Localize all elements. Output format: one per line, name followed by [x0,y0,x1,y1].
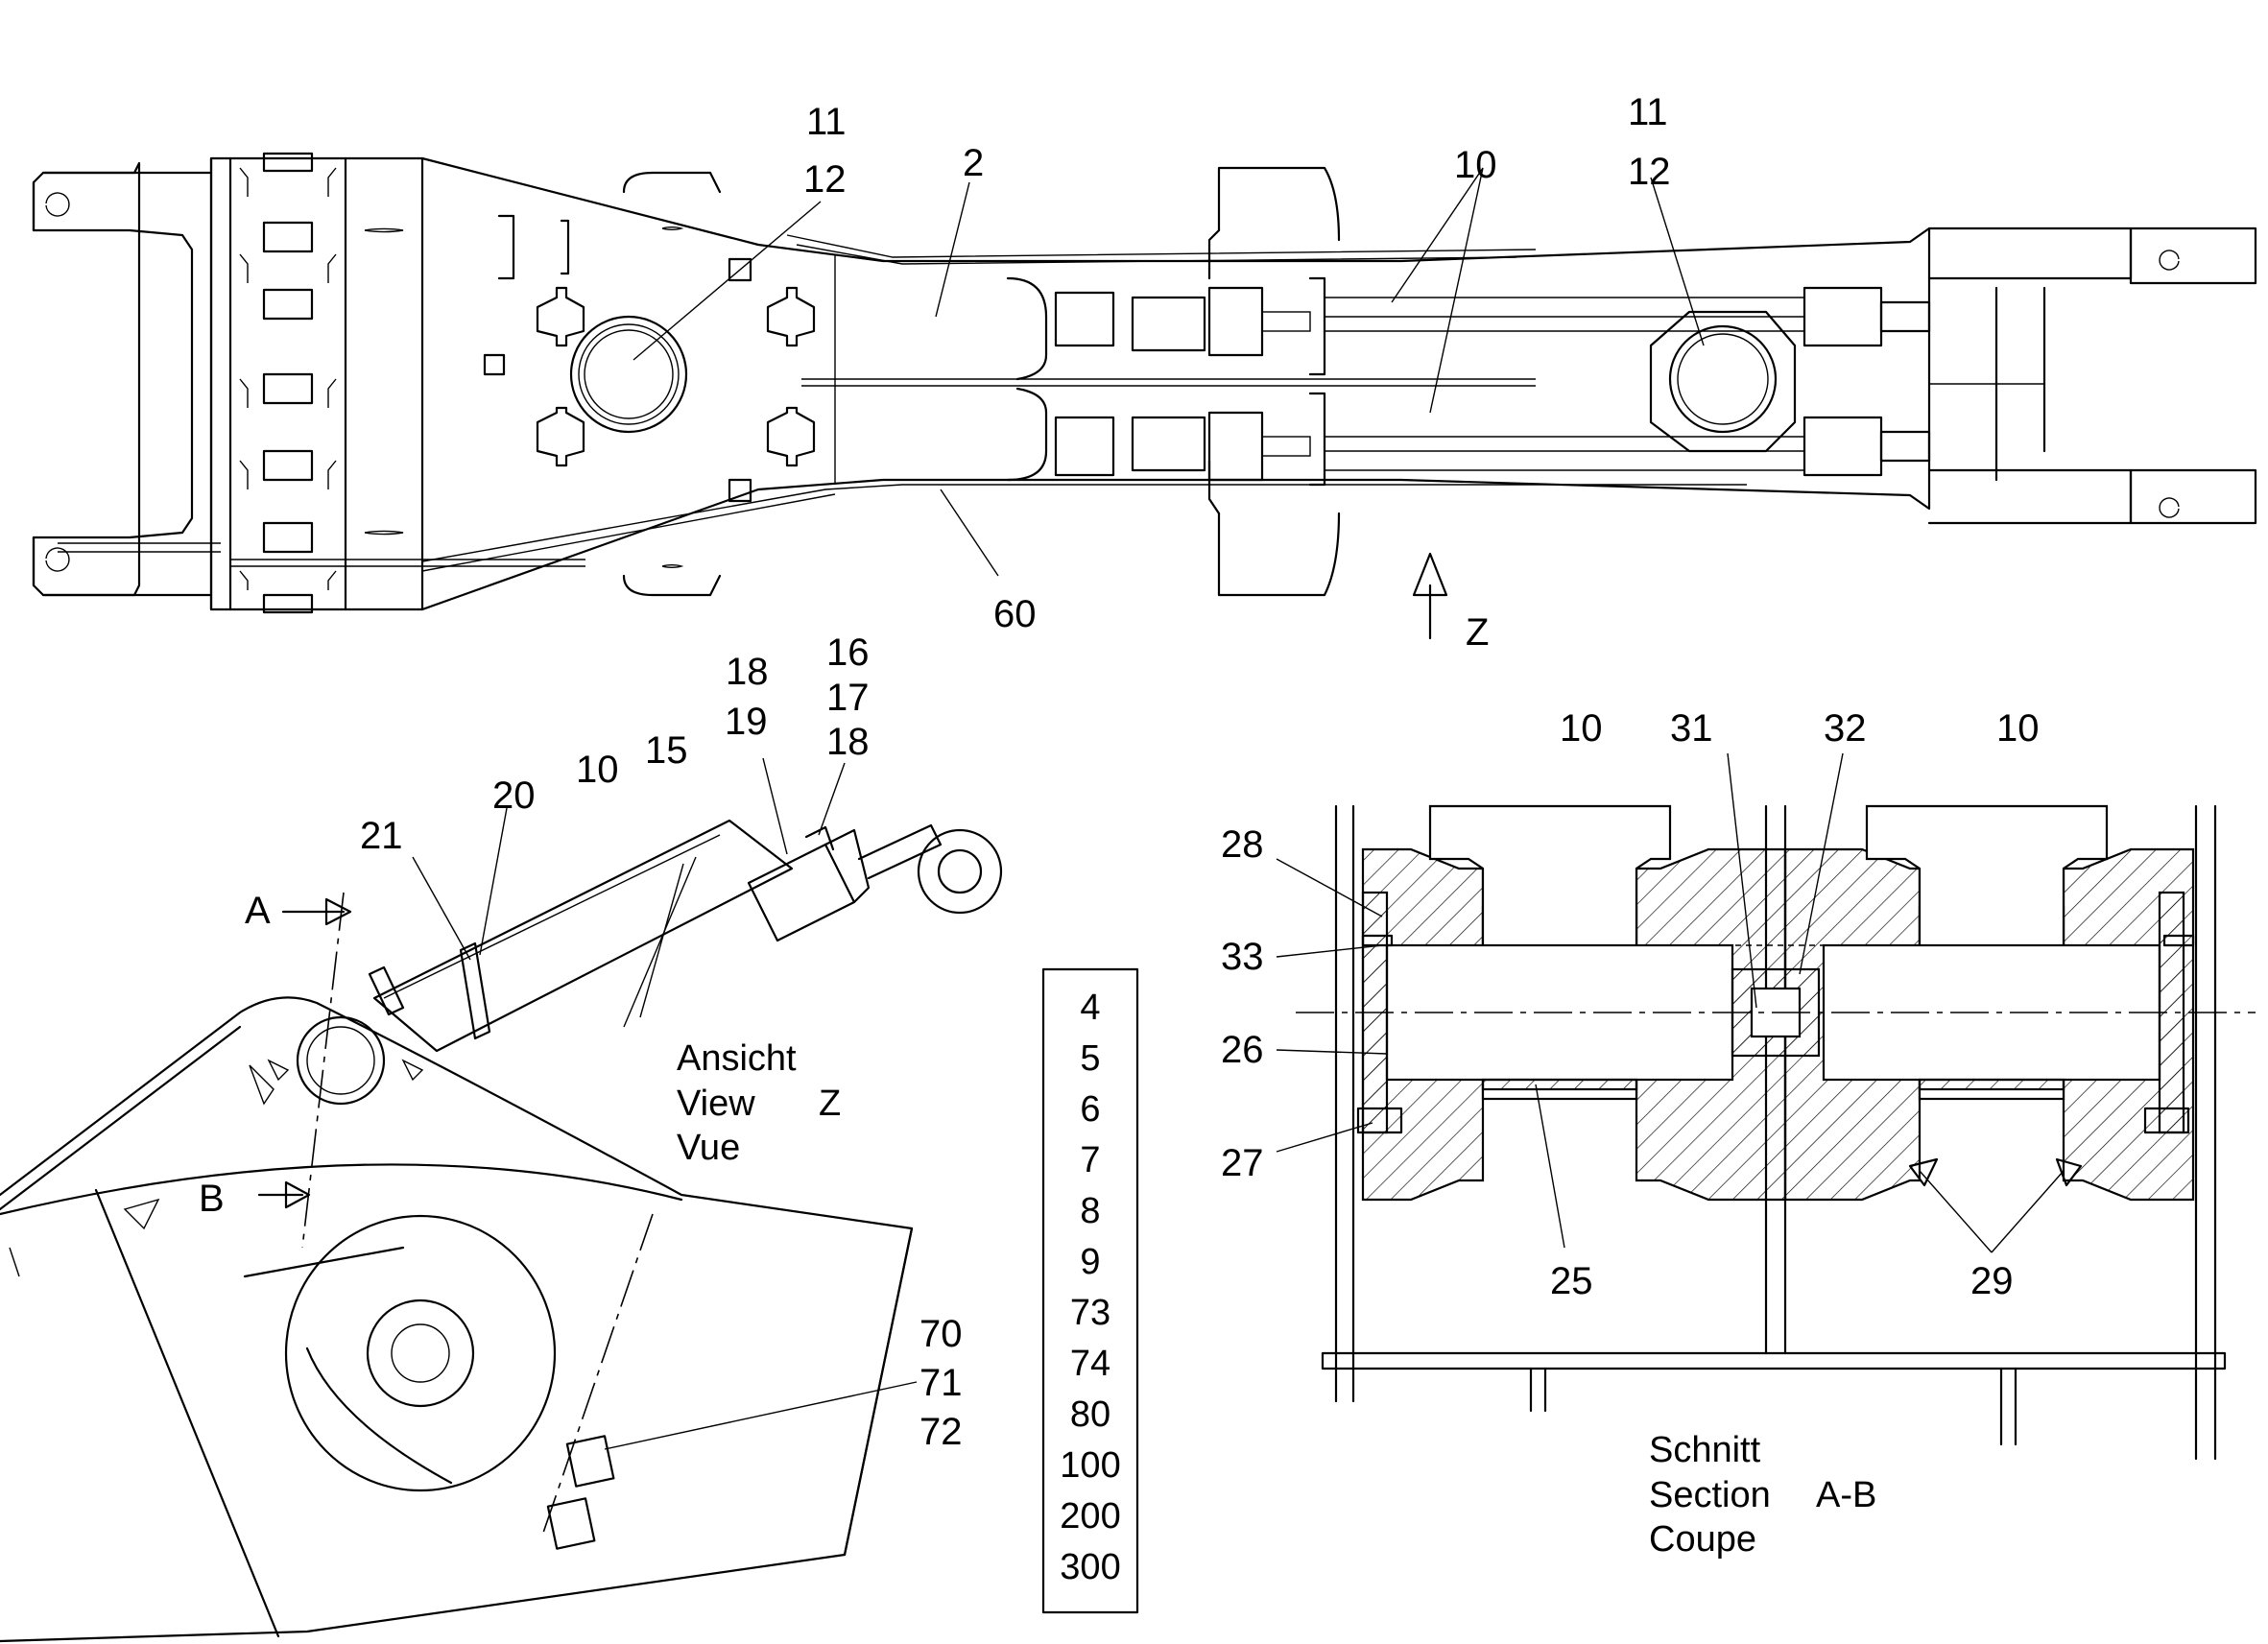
callout-28: 28 [1221,823,1264,866]
part-number-item: 74 [1070,1344,1110,1384]
section-a-b [1276,752,2256,1461]
cut-line-a-label: A [245,890,271,932]
part-number-item: 80 [1070,1394,1110,1435]
callout-32: 32 [1824,707,1867,750]
view-z-caption: Ansicht View Vue Z [677,1038,841,1168]
cylinder-side-view [368,757,1003,1053]
callout-10-top: 10 [1454,144,1497,186]
view-caption-vue: Vue [677,1128,740,1168]
lugs-left [364,214,816,568]
mount-pads-left [239,152,337,614]
callout-11-left: 11 [806,101,847,143]
callout-18-left: 18 [726,651,769,693]
part-number-list [1041,967,1139,1614]
callout-10-section-left: 10 [1560,707,1603,750]
callout-33: 33 [1221,936,1264,978]
callout-18-right: 18 [826,721,870,763]
callout-60: 60 [993,593,1037,635]
callout-16: 16 [826,631,870,674]
callout-2: 2 [963,142,984,184]
part-number-item: 300 [1060,1547,1120,1587]
section-caption-section: Section [1649,1475,1771,1515]
callout-12-right: 12 [1628,151,1671,193]
section-caption: Schnitt Section Coupe A-B [1649,1430,1876,1560]
boom-side-view [0,892,918,1643]
part-number-item: 9 [1080,1242,1100,1282]
callout-20: 20 [492,774,536,817]
callout-19: 19 [725,701,768,743]
slew-ring-left [569,315,688,434]
cut-line-b-label: B [199,1178,225,1220]
callout-26: 26 [1221,1029,1264,1071]
callout-11-right: 11 [1628,91,1668,133]
callout-71: 71 [919,1362,963,1404]
part-number-item: 8 [1080,1191,1100,1231]
callout-25: 25 [1550,1260,1593,1302]
section-caption-schnitt: Schnitt [1649,1430,1761,1470]
view-caption-letter: Z [819,1084,841,1124]
part-number-item: 200 [1060,1496,1120,1537]
callout-29: 29 [1970,1260,2014,1302]
part-number-item: 6 [1080,1089,1100,1130]
callout-21: 21 [360,815,403,857]
part-number-item: 4 [1080,988,1100,1028]
slew-ring-right [1649,310,1797,453]
callout-10-section-right: 10 [1996,707,2040,750]
section-caption-letters: A-B [1816,1475,1876,1515]
part-number-item: 5 [1080,1038,1100,1079]
callout-72: 72 [919,1411,963,1453]
part-number-item: 73 [1070,1293,1110,1333]
callout-70: 70 [919,1313,963,1355]
part-number-item: 100 [1060,1445,1120,1486]
view-arrow-z-label: Z [1466,611,1489,654]
callout-17: 17 [826,677,870,719]
view-caption-ansicht: Ansicht [677,1038,797,1079]
section-caption-coupe: Coupe [1649,1519,1756,1560]
fork-eyes-left [32,180,221,587]
callout-12-left: 12 [803,158,847,201]
frame-top-view [32,152,2257,640]
cylinders-top-view [1131,276,1931,487]
callout-31: 31 [1670,707,1713,750]
part-number-item: 7 [1080,1140,1100,1180]
callout-27: 27 [1221,1142,1264,1184]
callout-10-side: 10 [576,749,619,791]
callout-15: 15 [645,729,688,772]
view-caption-view: View [677,1084,755,1124]
